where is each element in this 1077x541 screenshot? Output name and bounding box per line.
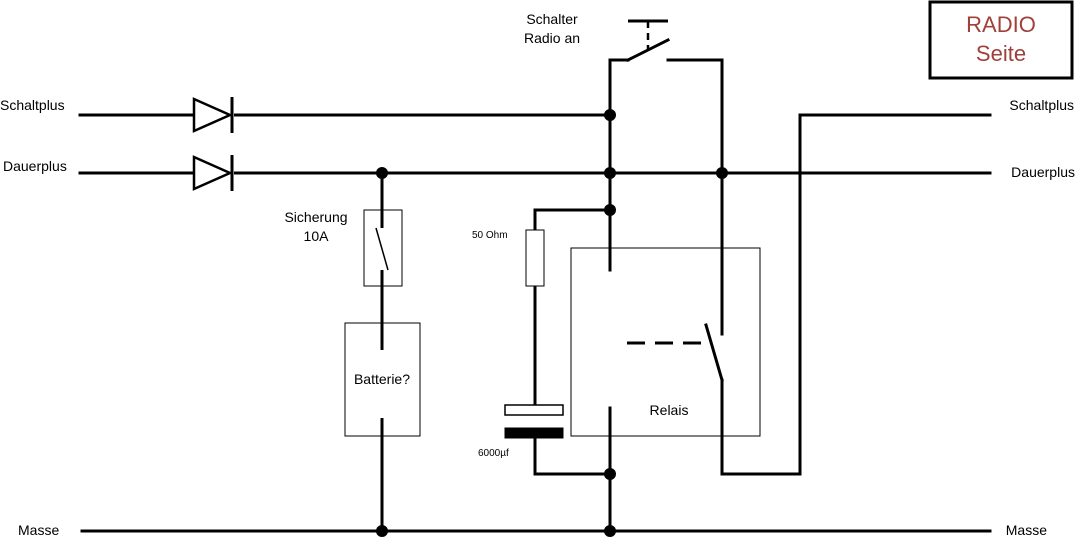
fuse-label-line2: 10A bbox=[304, 228, 330, 244]
diode-dauerplus bbox=[192, 155, 234, 191]
battery-label: Batterie? bbox=[354, 371, 410, 387]
junction-dot bbox=[376, 525, 388, 537]
relay bbox=[570, 247, 761, 438]
relay-contact-blade bbox=[704, 323, 724, 382]
capacitor-label: 6000µf bbox=[478, 448, 509, 459]
switch-label-line1: Schalter bbox=[526, 11, 578, 27]
battery-box bbox=[344, 322, 421, 437]
labels: Schalter Radio an Schaltplus Dauerplus M… bbox=[0, 11, 1075, 538]
junction-dots bbox=[376, 109, 728, 537]
radio-side-title-line1: RADIO bbox=[966, 12, 1036, 37]
radio-side-box: RADIO Seite bbox=[928, 0, 1074, 80]
fuse-label-line1: Sicherung bbox=[284, 209, 347, 225]
right-dauerplus-label: Dauerplus bbox=[1011, 164, 1075, 180]
switch-label-line2: Radio an bbox=[524, 30, 580, 46]
relay-label: Relais bbox=[650, 402, 689, 418]
left-masse-label: Masse bbox=[18, 522, 59, 538]
junction-dot bbox=[604, 204, 616, 216]
fuse bbox=[363, 209, 403, 287]
wires bbox=[78, 58, 992, 533]
diode-schaltplus bbox=[192, 97, 234, 133]
capacitor bbox=[504, 404, 564, 439]
left-schaltplus-label: Schaltplus bbox=[0, 97, 65, 113]
resistor bbox=[525, 229, 545, 287]
left-dauerplus-label: Dauerplus bbox=[3, 158, 67, 174]
junction-dot bbox=[604, 109, 616, 121]
junction-dot bbox=[716, 167, 728, 179]
right-schaltplus-label: Schaltplus bbox=[1009, 97, 1074, 113]
junction-dot bbox=[604, 468, 616, 480]
radio-switch bbox=[625, 19, 671, 63]
resistor-label: 50 Ohm bbox=[472, 230, 508, 241]
junction-dot bbox=[376, 167, 388, 179]
radio-side-title-line2: Seite bbox=[976, 41, 1026, 66]
junction-dot bbox=[604, 167, 616, 179]
junction-dot bbox=[604, 525, 616, 537]
right-masse-label: Masse bbox=[1006, 522, 1047, 538]
